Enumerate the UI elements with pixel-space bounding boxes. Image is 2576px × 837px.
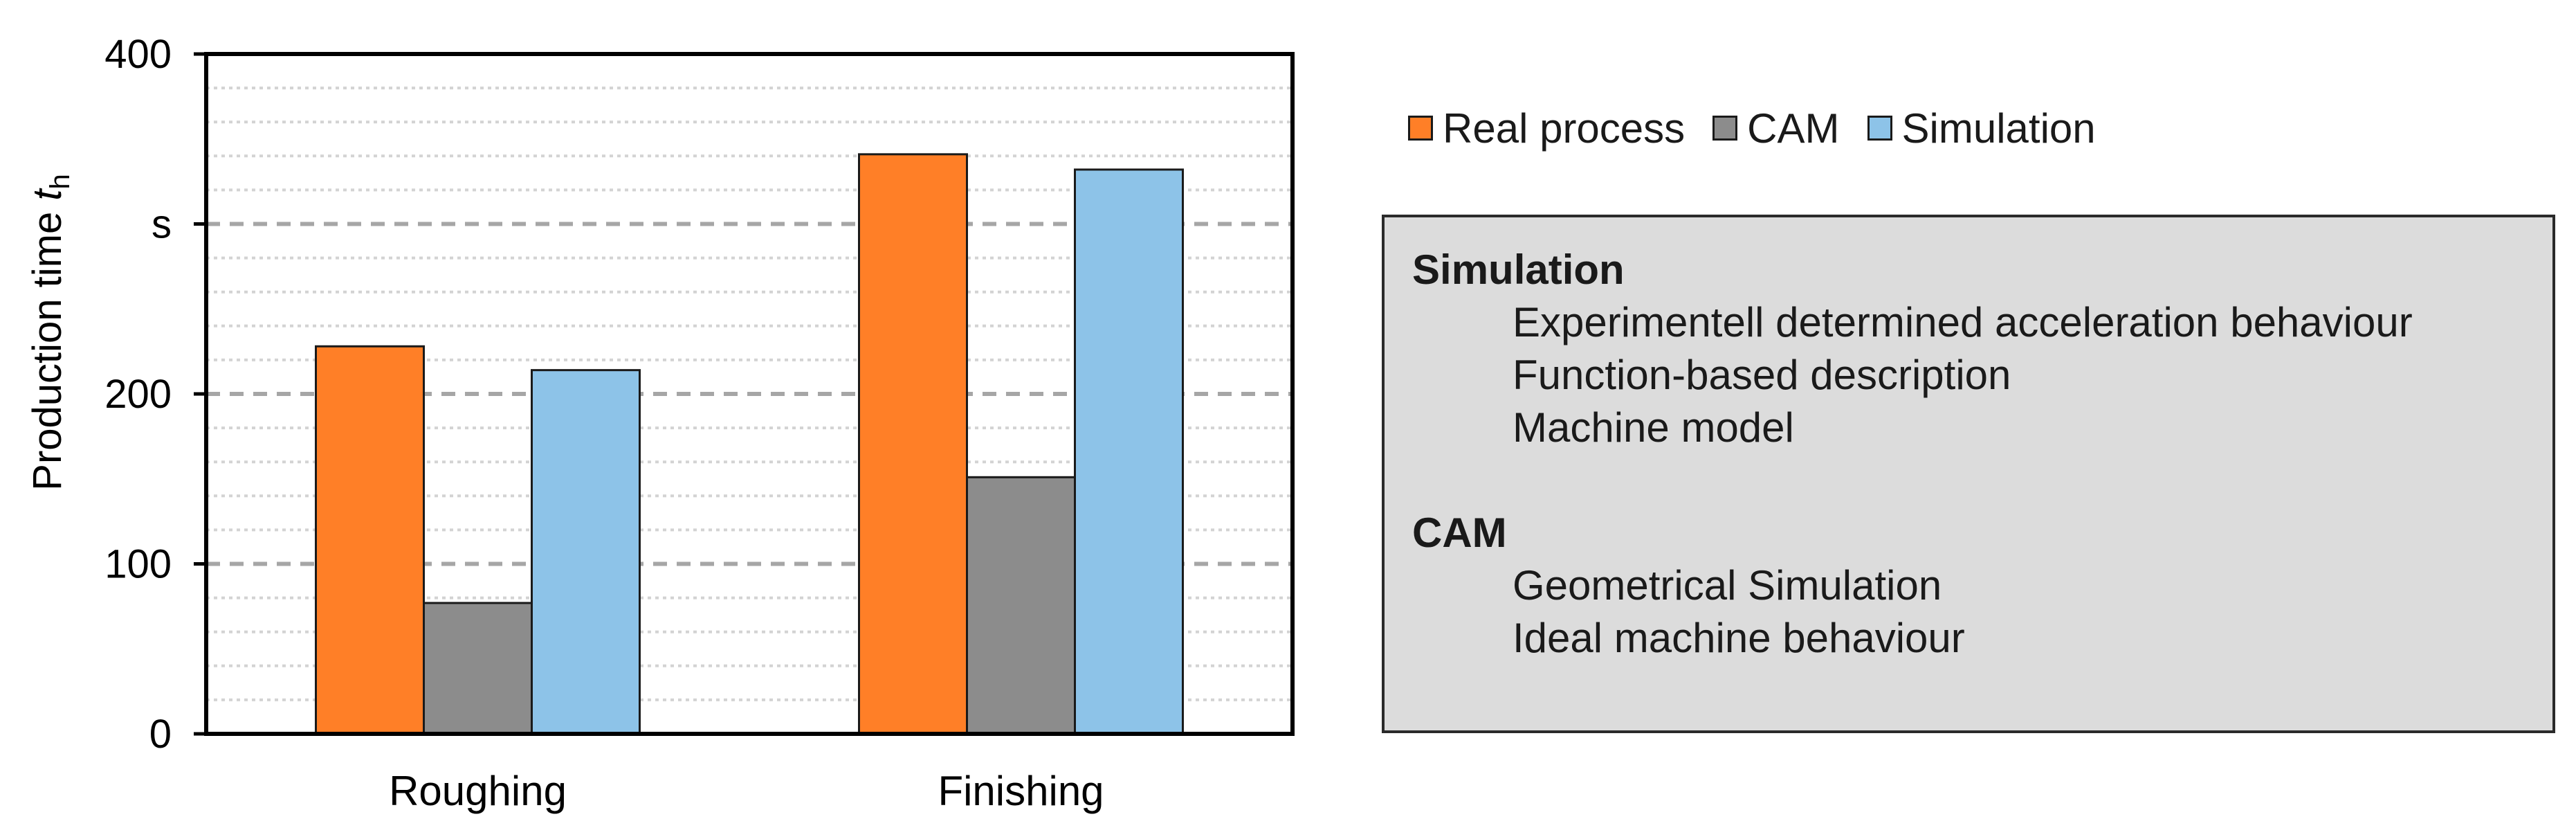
y-tick-label: 200	[104, 372, 172, 417]
legend-item-cam: CAM	[1712, 105, 1840, 152]
legend: Real process CAM Simulation	[1408, 104, 2123, 152]
legend-swatch-cam	[1712, 116, 1738, 141]
info-item-cam-ideal: Ideal machine behaviour	[1513, 615, 1965, 661]
bar-simulation-roughing	[531, 369, 641, 735]
y-axis-title: Production time th	[25, 174, 75, 490]
info-heading-simulation: Simulation	[1412, 246, 1625, 293]
legend-item-real-process: Real process	[1408, 105, 1685, 152]
bar-real-process-finishing	[858, 153, 968, 735]
y-axis-title-sub: h	[45, 174, 75, 189]
legend-swatch-real-process	[1408, 116, 1433, 141]
info-heading-cam: CAM	[1412, 510, 1507, 556]
info-item-sim-acceleration: Experimentell determined acceleration be…	[1513, 299, 2413, 345]
y-axis-ticks: 0 100 200 s 400	[104, 32, 206, 757]
legend-swatch-simulation	[1867, 116, 1892, 141]
x-category-label: Roughing	[389, 768, 567, 814]
y-tick-label: 100	[104, 542, 172, 587]
y-tick-label: 400	[104, 32, 172, 77]
chart-grid	[206, 87, 1292, 701]
y-tick-label: s	[152, 202, 172, 247]
info-box: Simulation Experimentell determined acce…	[1382, 215, 2555, 733]
info-item-sim-machine-model: Machine model	[1513, 404, 1794, 451]
info-item-cam-geometrical: Geometrical Simulation	[1513, 562, 1942, 609]
x-axis-categories: Roughing Finishing	[389, 768, 1104, 814]
legend-label-cam: CAM	[1747, 105, 1840, 152]
bar-simulation-finishing	[1074, 168, 1184, 735]
y-axis-title-var: t	[25, 188, 70, 201]
chart-bars	[315, 153, 1184, 735]
legend-label-real-process: Real process	[1443, 105, 1686, 152]
info-item-sim-function: Function-based description	[1513, 352, 2011, 398]
info-spacer	[1412, 454, 2552, 507]
y-tick-label: 0	[149, 712, 172, 757]
legend-label-simulation: Simulation	[1901, 105, 2096, 152]
bar-real-process-roughing	[315, 345, 425, 735]
x-category-label: Finishing	[938, 768, 1104, 814]
y-axis-title-text: Production time	[25, 212, 70, 491]
legend-item-simulation: Simulation	[1867, 105, 2096, 152]
bar-cam-finishing	[966, 476, 1076, 735]
bar-cam-roughing	[423, 602, 533, 735]
